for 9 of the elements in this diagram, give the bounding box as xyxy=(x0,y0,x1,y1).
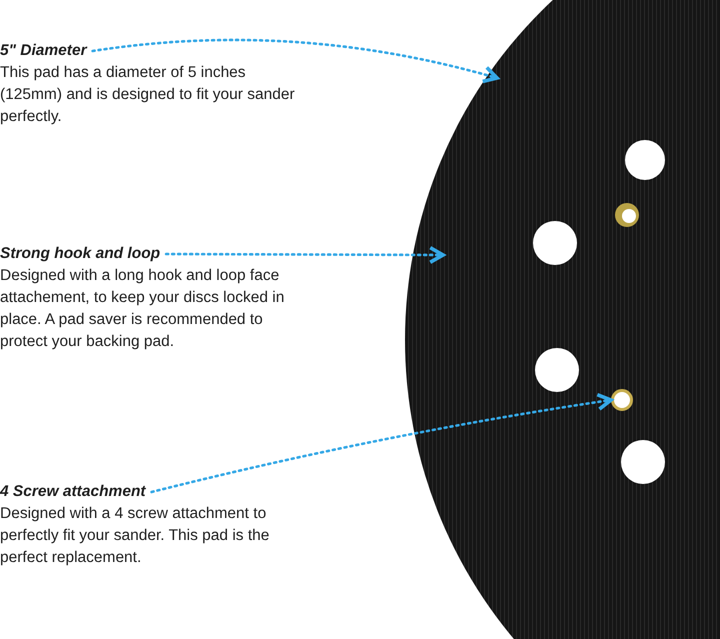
callout-heading: Strong hook and loop xyxy=(0,244,160,264)
leader-line xyxy=(150,392,613,494)
leader-line xyxy=(91,38,499,84)
callout-description: This pad has a diameter of 5 inches (125mm) and is designed to fit your sander perfectly. xyxy=(0,63,296,127)
callout-description: Designed with a 4 screw attachment to perfectly fit your sander. This pad is the perfect replacement. xyxy=(0,504,270,568)
callout-description: Designed with a long hook and loop face attachement, to keep your discs locked in place. A pad saver is recommended to protect your backing pad. xyxy=(0,266,286,352)
callout-heading: 5" Diameter xyxy=(0,41,87,61)
callout-heading: 4 Screw attachment xyxy=(0,482,146,502)
leader-line xyxy=(164,246,445,264)
